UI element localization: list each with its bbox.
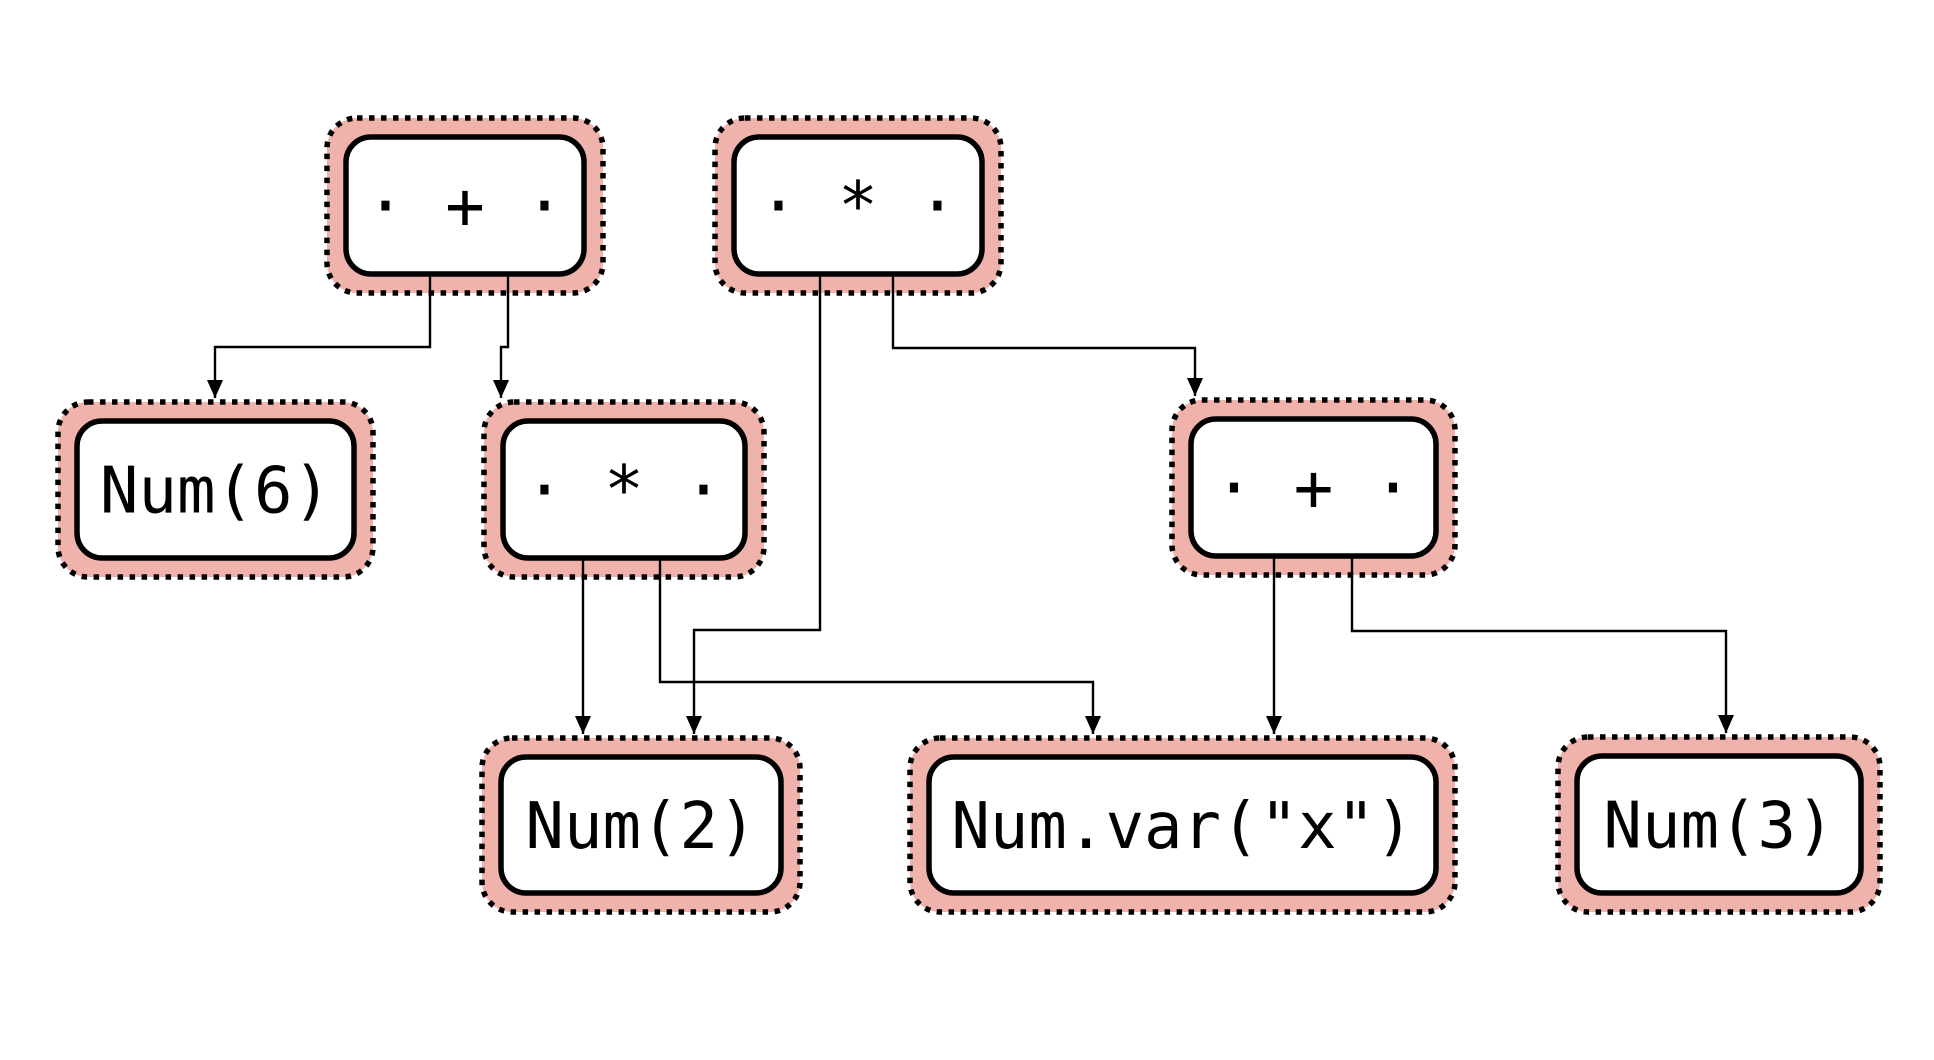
edge-star-top-to-plus-right (891, 273, 1203, 396)
node-box (1574, 753, 1864, 896)
node-num-var-x: Num.var("x") (907, 735, 1458, 915)
nodes-layer: · + · · * · Num(6) · * · · + · Num(2) Num.var(… (55, 115, 1883, 915)
node-star-mid: · * · (481, 399, 767, 580)
node-label: · + · (366, 168, 565, 245)
node-plus-right: · + · (1169, 397, 1458, 578)
edge-plus-top-to-num6 (207, 273, 432, 398)
edge-star-mid-to-num-var-x (658, 558, 1101, 734)
node-box (343, 134, 587, 277)
node-label: Num(6) (100, 455, 331, 529)
node-star-top: · * · (712, 115, 1004, 296)
node-label: · + · (1214, 450, 1413, 527)
node-num2: Num(2) (479, 735, 803, 915)
node-box (498, 754, 784, 896)
node-box (926, 754, 1439, 896)
node-plus-top: · + · (324, 115, 606, 296)
node-box (731, 134, 985, 277)
edge-plus-top-to-star-mid (493, 273, 510, 398)
node-label: · * · (759, 168, 958, 245)
node-label: Num.var("x") (951, 790, 1413, 864)
node-box (74, 418, 357, 561)
edges-layer (207, 273, 1734, 734)
node-label: Num(2) (525, 790, 756, 864)
node-label: · * · (525, 452, 724, 529)
node-num6: Num(6) (55, 399, 376, 580)
node-label: Num(3) (1603, 790, 1834, 864)
edge-plus-right-to-num3 (1350, 556, 1734, 733)
node-box (500, 418, 748, 561)
node-num3: Num(3) (1555, 734, 1883, 915)
node-box (1188, 416, 1439, 559)
